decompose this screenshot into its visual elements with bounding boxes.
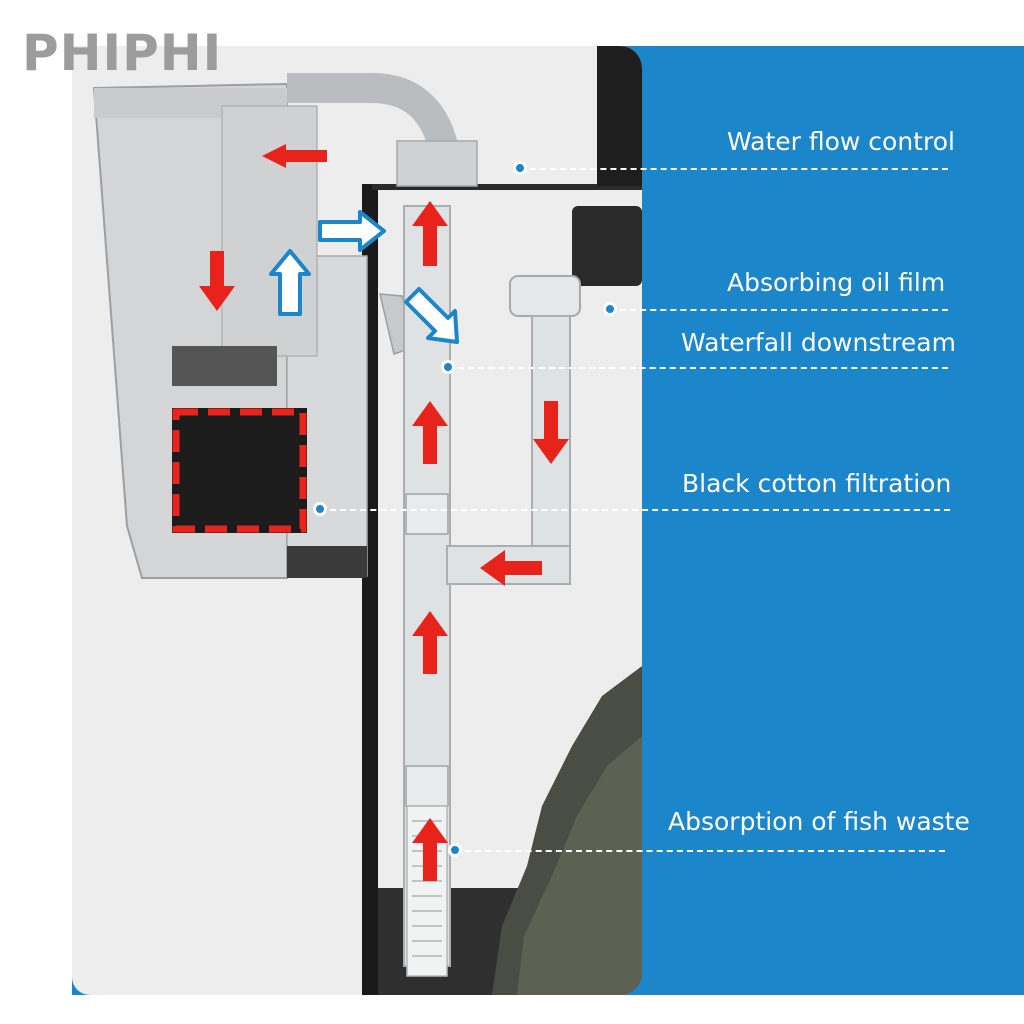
leader-waterfall-downstream <box>448 367 948 369</box>
heater-pole <box>597 46 642 186</box>
red-arrow <box>412 401 448 464</box>
filter-illustration <box>92 46 642 995</box>
pointer-dot-absorption-of-fish-waste <box>448 843 462 857</box>
rock-highlight <box>517 736 642 995</box>
leader-absorption-of-fish-waste <box>455 850 945 852</box>
pointer-dot-waterfall-downstream <box>441 360 455 374</box>
black-sponge <box>172 408 307 533</box>
pump-head <box>172 346 277 386</box>
bottom-margin <box>0 995 1024 1024</box>
left-margin <box>0 0 72 1024</box>
flow-valve <box>396 140 478 187</box>
skimmer-elbow <box>446 545 571 585</box>
red-flow-arrows <box>199 144 569 881</box>
red-arrow <box>533 401 569 464</box>
tube-coupler-upper <box>405 493 449 535</box>
callout-absorbing-oil-film: Absorbing oil film <box>727 268 946 297</box>
skimmer-cup <box>509 275 581 317</box>
inner-chamber <box>221 105 318 357</box>
tube-coupler-lower <box>405 765 449 807</box>
illustration-panel <box>72 46 642 995</box>
blue-arrow <box>404 287 459 344</box>
tank-rim <box>372 184 642 190</box>
red-arrow <box>412 201 448 266</box>
top-margin <box>0 0 1024 46</box>
red-arrow <box>199 251 235 311</box>
callout-absorption-of-fish-waste: Absorption of fish waste <box>668 807 970 836</box>
filter-hanger <box>287 546 367 578</box>
clip-bracket <box>572 206 642 286</box>
callout-water-flow-control: Water flow control <box>727 127 955 156</box>
sponge-highlight-frame <box>172 408 307 533</box>
leader-absorbing-oil-film <box>610 309 948 311</box>
pointer-dot-absorbing-oil-film <box>603 302 617 316</box>
leader-water-flow-control <box>520 168 948 170</box>
red-arrow <box>412 611 448 674</box>
callout-waterfall-downstream: Waterfall downstream <box>681 328 956 357</box>
blue-arrow <box>269 249 311 316</box>
red-arrow <box>480 550 542 586</box>
brand-watermark: PHIPHI <box>22 24 223 82</box>
pointer-dot-water-flow-control <box>513 161 527 175</box>
leader-black-cotton-filtration <box>320 509 950 511</box>
red-arrow <box>262 144 327 168</box>
callout-black-cotton-filtration: Black cotton filtration <box>682 469 952 498</box>
blue-flow-arrows <box>269 210 459 344</box>
blue-arrow <box>318 210 386 252</box>
pointer-dot-black-cotton-filtration <box>313 502 327 516</box>
red-arrow <box>412 818 448 881</box>
